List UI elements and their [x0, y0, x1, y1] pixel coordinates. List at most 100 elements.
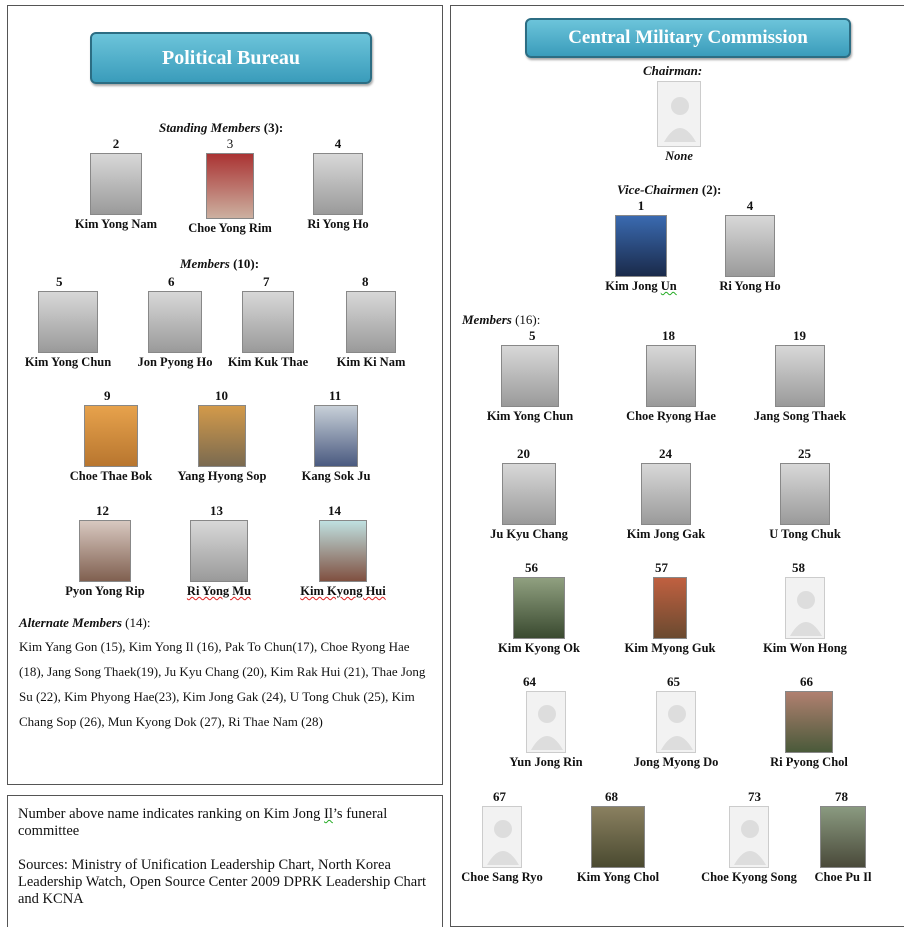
- person-name: Pyon Yong Rip: [65, 584, 145, 598]
- person-photo-icon: [641, 463, 691, 525]
- person-photo-icon: [242, 291, 294, 353]
- person-name: Kim Yong Nam: [74, 217, 158, 231]
- pb-standing-0: 2 Kim Yong Nam: [51, 136, 181, 232]
- person-name: Kim Jong Un: [605, 279, 677, 293]
- cmc-member-4: 24 Kim Jong Gak: [601, 446, 731, 542]
- person-photo-icon: [501, 345, 559, 407]
- cmc-vice-1: 4 Ri Yong Ho: [685, 198, 815, 294]
- standing-members-label: Standing Members (3):: [159, 120, 284, 135]
- rank-number: 4: [746, 198, 754, 213]
- person-name: Choe Sang Ryo: [461, 870, 543, 884]
- person-name: Ju Kyu Chang: [490, 527, 568, 541]
- pb-member-1: 6 Jon Pyong Ho: [110, 274, 240, 370]
- person-name: Choe Thae Bok: [69, 469, 153, 483]
- person-photo-icon: [148, 291, 202, 353]
- cmc-member-11: 66 Ri Pyong Chol: [744, 674, 874, 770]
- person-name: Kim Kuk Thae: [227, 355, 309, 369]
- person-name: Yang Hyong Sop: [177, 469, 267, 483]
- cmc-member-1: 18 Choe Ryong Hae: [606, 328, 736, 424]
- rank-number: 14: [328, 503, 341, 518]
- pb-member-0: 5 Kim Yong Chun: [3, 274, 133, 370]
- no-photo-icon: [526, 691, 566, 753]
- rank-number: 2: [112, 136, 120, 151]
- person-photo-icon: [502, 463, 556, 525]
- alternate-members-list: Kim Yang Gon (15), Kim Yong Il (16), Pak…: [19, 639, 426, 729]
- rank-number: 24: [659, 446, 672, 461]
- no-photo-icon: [656, 691, 696, 753]
- rank-number: 4: [334, 136, 342, 151]
- rank-number: 13: [210, 503, 223, 518]
- pb-member-7: 12 Pyon Yong Rip: [40, 503, 170, 599]
- rank-number: 3: [226, 136, 234, 151]
- person-photo-icon: [313, 153, 363, 215]
- person-name: Choe Ryong Hae: [626, 409, 716, 423]
- person-name: Choe Kyong Song: [701, 870, 797, 884]
- person-name: Ri Yong Ho: [307, 217, 369, 231]
- person-photo-icon: [90, 153, 142, 215]
- rank-number: 12: [96, 503, 109, 518]
- rank-number: 57: [655, 560, 668, 575]
- person-name: Kim Kyong Hui: [300, 584, 386, 598]
- pb-member-4: 9 Choe Thae Bok: [46, 388, 176, 484]
- person-name: Choe Pu Il: [814, 870, 872, 884]
- cmc-member-5: 25 U Tong Chuk: [740, 446, 870, 542]
- alternate-members-label: Alternate Members (14):: [19, 615, 151, 630]
- pb-member-3: 8 Kim Ki Nam: [306, 274, 436, 370]
- chairman-label: Chairman:: [643, 63, 703, 78]
- cmc-member-6: 56 Kim Kyong Ok: [474, 560, 604, 656]
- sources-text: Sources: Ministry of Unification Leaders…: [18, 857, 427, 907]
- rank-number: 67: [493, 789, 506, 804]
- no-photo-icon: [482, 806, 522, 868]
- cmc-member-14: 73 Choe Kyong Song: [684, 789, 814, 885]
- pb-member-5: 10 Yang Hyong Sop: [157, 388, 287, 484]
- rank-number: 5: [56, 274, 63, 289]
- cmc-member-13: 68 Kim Yong Chol: [553, 789, 683, 885]
- person-name: Kim Yong Chun: [486, 409, 574, 423]
- person-photo-icon: [513, 577, 565, 639]
- no-photo-icon: [729, 806, 769, 868]
- person-photo-icon: [785, 691, 833, 753]
- cmc-member-12: 67 Choe Sang Ryo: [437, 789, 567, 885]
- cmc-member-3: 20 Ju Kyu Chang: [464, 446, 594, 542]
- rank-number: 66: [800, 674, 813, 689]
- political-bureau-panel: Political Bureau Standing Members (3): 2…: [7, 5, 443, 785]
- person-name: Choe Yong Rim: [188, 221, 272, 235]
- rank-number: 25: [798, 446, 811, 461]
- person-name: Ri Pyong Chol: [770, 755, 848, 769]
- person-name: Kim Won Hong: [763, 641, 847, 655]
- person-name: Kim Kyong Ok: [498, 641, 580, 655]
- person-photo-icon: [79, 520, 131, 582]
- cmc-member-0: 5 Kim Yong Chun: [465, 328, 595, 424]
- person-photo-icon: [319, 520, 367, 582]
- cmc-member-8: 58 Kim Won Hong: [740, 560, 870, 656]
- rank-number: 19: [793, 328, 806, 343]
- rank-number: 73: [748, 789, 761, 804]
- rank-number: 65: [667, 674, 680, 689]
- chairman-name: None: [665, 149, 693, 163]
- pb-member-2: 7 Kim Kuk Thae: [203, 274, 333, 370]
- cmc-member-15: 78 Choe Pu Il: [785, 789, 901, 885]
- rank-number: 6: [168, 274, 175, 289]
- person-name: Ri Yong Ho: [719, 279, 781, 293]
- rank-number: 18: [662, 328, 675, 343]
- person-photo-icon: [775, 345, 825, 407]
- person-name: Jong Myong Do: [633, 755, 719, 769]
- rank-number: 78: [835, 789, 848, 804]
- person-name: Yun Jong Rin: [509, 755, 583, 769]
- person-photo-icon: [646, 345, 696, 407]
- rank-number: 9: [104, 388, 111, 403]
- person-photo-icon: [615, 215, 667, 277]
- person-name: Kim Yong Chol: [576, 870, 660, 884]
- rank-number: 1: [637, 198, 645, 213]
- person-name: Jon Pyong Ho: [137, 355, 213, 369]
- rank-number: 20: [517, 446, 530, 461]
- person-photo-icon: [346, 291, 396, 353]
- person-name: Kim Myong Guk: [624, 641, 716, 655]
- person-photo-icon: [38, 291, 98, 353]
- person-name: Jang Song Thaek: [753, 409, 847, 423]
- person-name: Kim Jong Gak: [626, 527, 706, 541]
- person-photo-icon: [190, 520, 248, 582]
- person-photo-icon: [314, 405, 358, 467]
- person-name: Kang Sok Ju: [301, 469, 371, 483]
- rank-number: 11: [329, 388, 342, 403]
